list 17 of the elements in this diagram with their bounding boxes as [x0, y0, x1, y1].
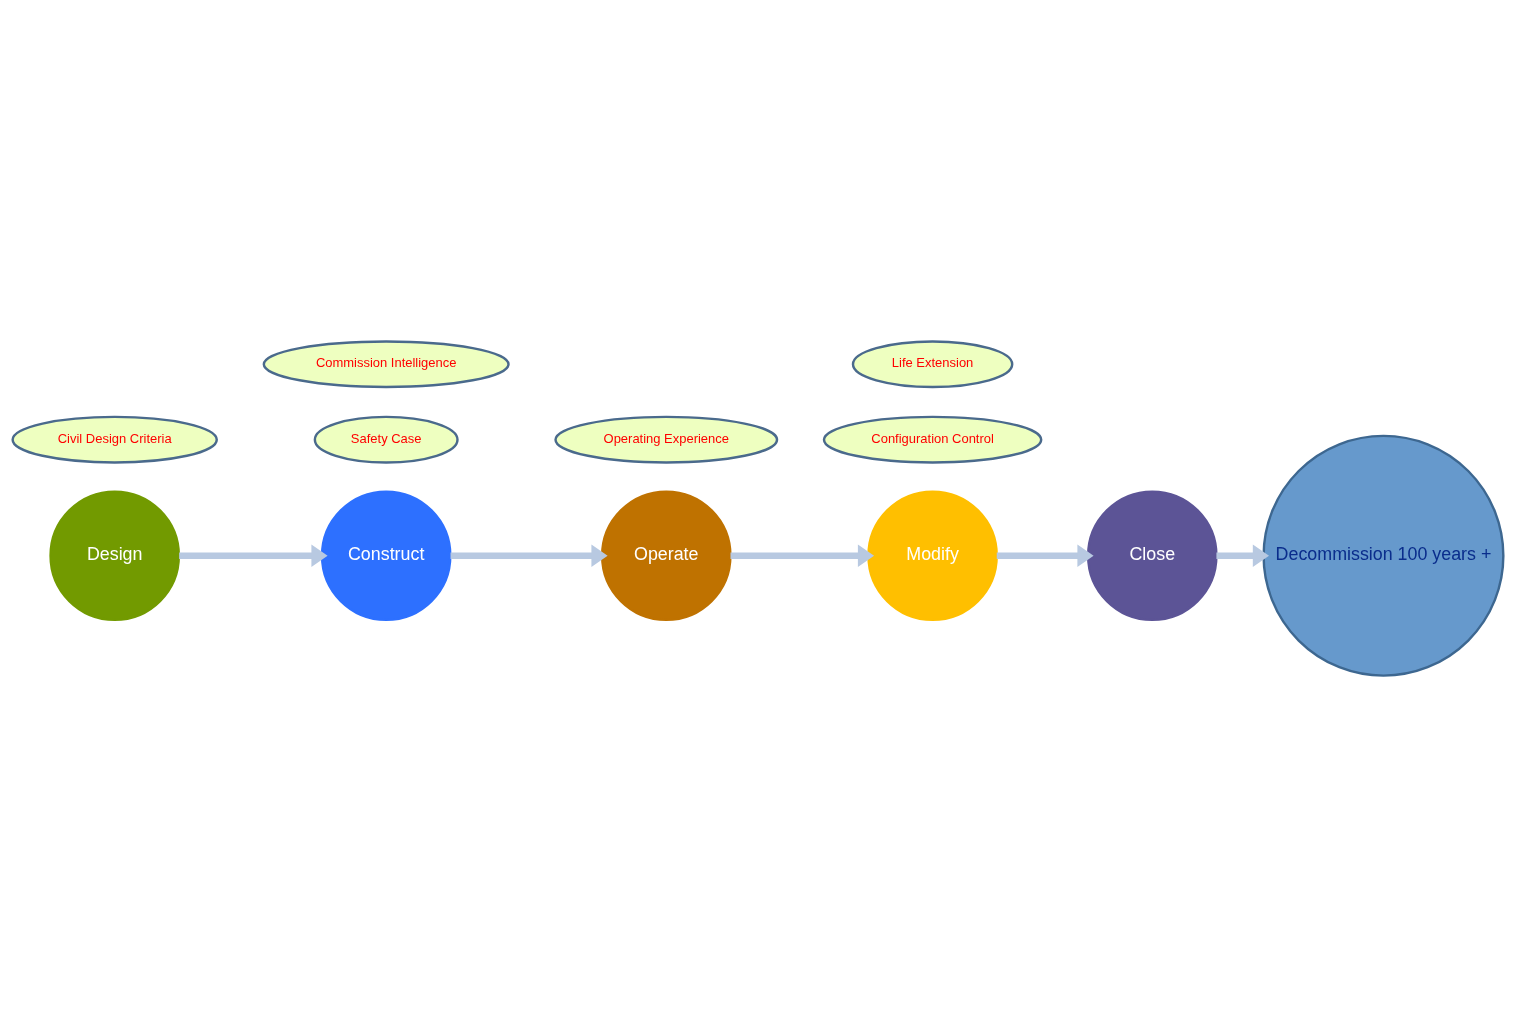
node-ellipse: Operating Experience: [554, 415, 779, 464]
node-ellipse: Safety Case: [313, 415, 459, 464]
node-circle: Modify: [867, 489, 998, 621]
node-circle: Construct: [320, 489, 452, 621]
node-ellipse: Configuration Control: [822, 415, 1043, 464]
arrow: [996, 543, 1094, 567]
arrow: [730, 543, 875, 567]
arrow: [1216, 543, 1270, 567]
node-circle: Design: [49, 489, 181, 621]
node-circle: Decommission 100 years +: [1262, 434, 1505, 677]
node-ellipse: Civil Design Criteria: [11, 415, 218, 464]
node-ellipse: Life Extension: [851, 339, 1014, 388]
arrow: [179, 543, 328, 567]
arrow: [450, 543, 608, 567]
node-ellipse: Commission Intelligence: [262, 339, 510, 388]
node-circle: Close: [1086, 489, 1218, 621]
node-circle: Operate: [600, 489, 732, 621]
